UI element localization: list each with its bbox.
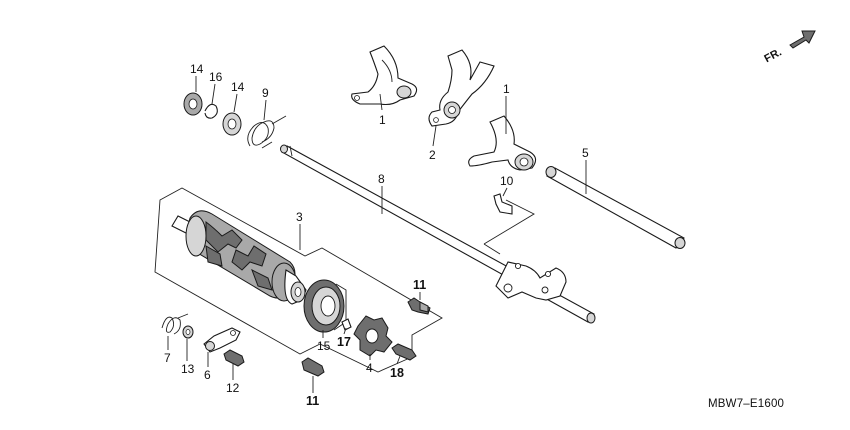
spring-9 [247,115,287,149]
callout-3: 3 [296,210,303,224]
front-arrow-icon [789,30,816,49]
callout-6: 6 [204,368,211,382]
star-cam-4 [353,315,393,357]
callout-labels: 14 16 14 9 1 2 1 5 8 10 3 11 15 17 4 18 … [164,62,589,408]
callout-9: 9 [262,86,269,100]
callout-13: 13 [181,362,195,376]
callout-8: 8 [378,172,385,186]
drum-group-outline [154,187,443,373]
washer-14-lower [222,112,242,136]
shift-fork-1-right [468,115,537,171]
callout-5: 5 [582,146,589,160]
dowel-pin-17 [341,318,352,331]
callout-15: 15 [317,339,331,353]
leader-lines [167,76,587,393]
fork-shaft-5 [545,166,686,249]
spring-7 [161,313,189,335]
callout-7: 7 [164,351,171,365]
shift-fork-2 [428,49,495,127]
callout-1-left-fork: 1 [379,113,386,127]
diagram-code: MBW7–E1600 [708,398,784,410]
callout-10: 10 [500,174,514,188]
callout-2: 2 [429,148,436,162]
callout-4: 4 [366,361,373,375]
callout-1-right-fork: 1 [503,82,510,96]
shift-arm-plate [495,261,567,301]
bolt-11-lower [301,357,325,377]
callout-14-washer-upper: 14 [190,62,204,76]
bolt-18 [391,343,417,361]
callout-11-lower: 11 [306,394,319,408]
callout-16: 16 [209,70,223,84]
washer-13 [182,325,194,339]
callout-12: 12 [226,381,240,395]
guide-pin-10 [483,193,535,255]
callout-11-upper: 11 [413,278,426,292]
stopper-arm-6 [203,327,241,353]
circlip-16 [204,103,218,119]
callout-14-washer-lower: 14 [231,80,245,94]
front-direction-indicator: FR. [762,30,816,65]
callout-18: 18 [390,366,404,380]
bolt-12 [223,349,245,367]
callout-17: 17 [337,335,351,349]
front-label: FR. [762,46,783,65]
bearing-15 [303,279,347,333]
shift-fork-1-left [351,45,418,106]
washer-14-upper [183,92,203,116]
shift-drum-3 [171,210,307,305]
bolt-11-upper [407,297,431,315]
